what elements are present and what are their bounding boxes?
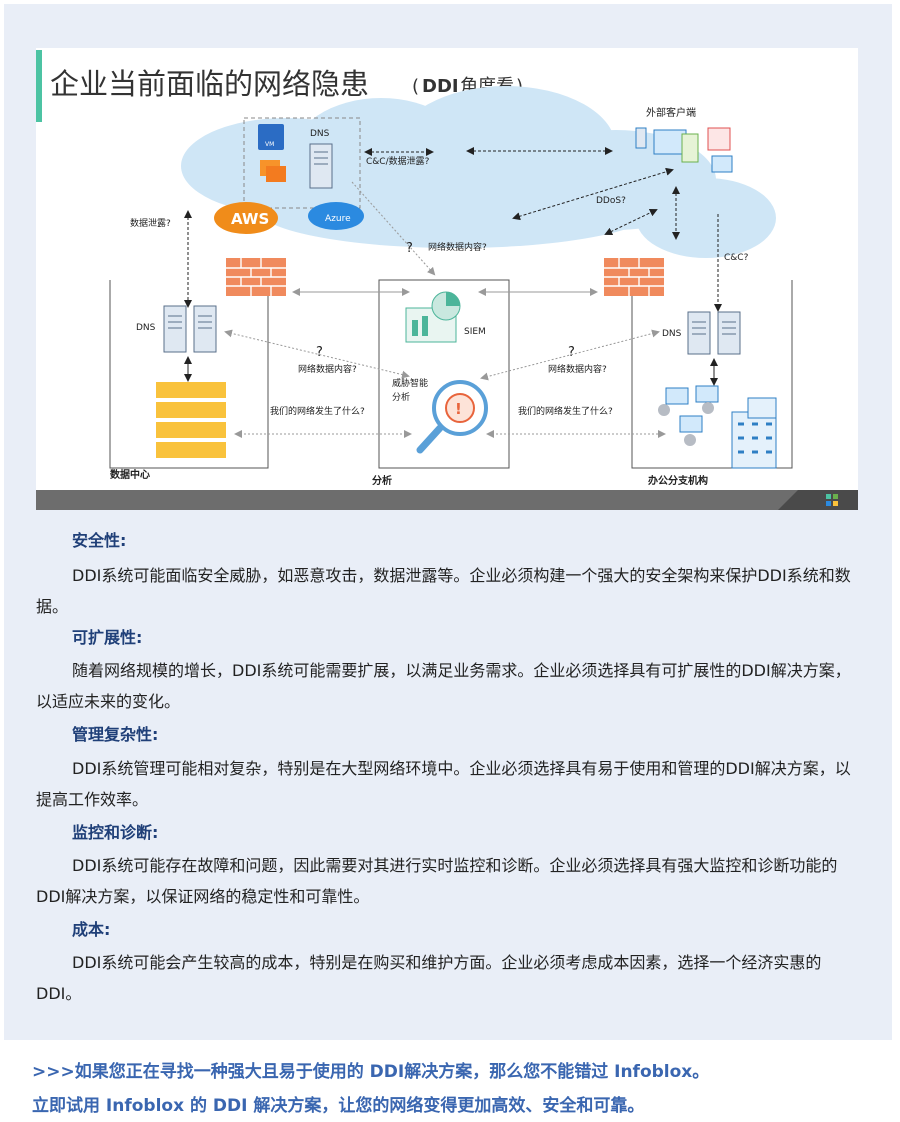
brand-logo-icon [826,494,838,506]
question-mark-top: ? [406,241,413,256]
section-heading-monitoring: 监控和诊断: [72,823,159,842]
cloud-dns-label: DNS [310,129,330,139]
firewall-right-icon [604,258,664,296]
section-body-cost: DDI系统可能会产生较高的成本，特别是在购买和维护方面。企业必须考虑成本因素，选… [36,953,822,1003]
dns-left-label: DNS [136,323,156,333]
analysis-label: 分析 [372,474,392,487]
figure-title-paren-open: ( [412,76,419,97]
figure-title-suffix-bold: DDI [422,76,459,97]
cta-line-2: 立即试用 Infoblox 的 DDI 解决方案，让您的网络变得更加高效、安全和… [32,1096,645,1116]
section-body-monitoring: DDI系统可能存在故障和问题，因此需要对其进行实时监控和诊断。企业必须选择具有强… [36,856,838,906]
net-content-top-label: 网络数据内容? [428,241,487,253]
svg-text:Azure: Azure [325,214,351,224]
branch-label: 办公分支机构 [648,474,708,487]
section-body-security: DDI系统可能面临安全威胁，如恶意攻击，数据泄露等。企业必须构建一个强大的安全架… [36,566,851,616]
dns-right-label: DNS [662,329,682,339]
threat-intel-label-1: 威胁智能 [392,377,428,389]
net-content-left-label: 网络数据内容? [298,363,357,375]
stack-orange-icon [260,160,286,182]
cta-line-1: >>>如果您正在寻找一种强大且易于使用的 DDI解决方案，那么您不能错过 Inf… [32,1062,710,1082]
question-mark-left: ? [316,345,323,360]
svg-text:!: ! [455,400,462,418]
magnifier-alert-icon: ! [416,380,488,454]
cc-label: C&C? [724,253,749,263]
cc-leak-label: C&C/数据泄露? [366,155,430,167]
cloud-dns-server-icon [309,143,333,189]
section-heading-cost: 成本: [72,920,111,939]
section-heading-scalability: 可扩展性: [72,628,143,647]
aws-badge: AWS [214,202,278,234]
external-client-label: 外部客户端 [646,106,696,119]
figure-bottom-bar [36,490,858,510]
figure-title: 企业当前面临的网络隐患 [50,67,369,101]
datacenter-stack-icon [156,382,226,458]
section-body-scalability: 随着网络规模的增长，DDI系统可能需要扩展，以满足业务需求。企业必须选择具有可扩… [36,661,851,711]
threat-intel-label-2: 分析 [392,391,410,403]
siem-label: SIEM [464,327,486,337]
section-heading-management: 管理复杂性: [72,725,159,744]
external-client-devices-icon [635,127,733,173]
datacenter-label: 数据中心 [110,468,150,481]
branch-users-icon [658,385,719,446]
svg-text:VM: VM [265,141,274,148]
net-content-right-label: 网络数据内容? [548,363,607,375]
ddos-label: DDoS? [596,196,626,206]
network-risk-diagram: 企业当前面临的网络隐患 ( DDI 角度看 ) VM DNS [36,48,858,510]
branch-building-icon [731,397,777,469]
data-leak-label: 数据泄露? [130,217,171,229]
firewall-left-icon [226,258,286,296]
diagram-svg: 企业当前面临的网络隐患 ( DDI 角度看 ) VM DNS [36,50,858,510]
azure-badge: Azure [308,202,364,230]
dns-right-server-icon [687,311,741,355]
section-body-management: DDI系统管理可能相对复杂，特别是在大型网络环境中。企业必须选择具有易于使用和管… [36,759,851,809]
siem-icon [405,291,461,343]
section-heading-security: 安全性: [72,531,127,550]
svg-text:AWS: AWS [231,210,269,228]
what-happened-left-label: 我们的网络发生了什么? [270,405,365,417]
title-accent-bar [36,50,42,122]
what-happened-right-label: 我们的网络发生了什么? [518,405,613,417]
vm-icon [258,124,284,150]
dns-left-server-icon [163,305,217,353]
cloud-dns-box [243,117,361,209]
question-mark-right: ? [568,345,575,360]
